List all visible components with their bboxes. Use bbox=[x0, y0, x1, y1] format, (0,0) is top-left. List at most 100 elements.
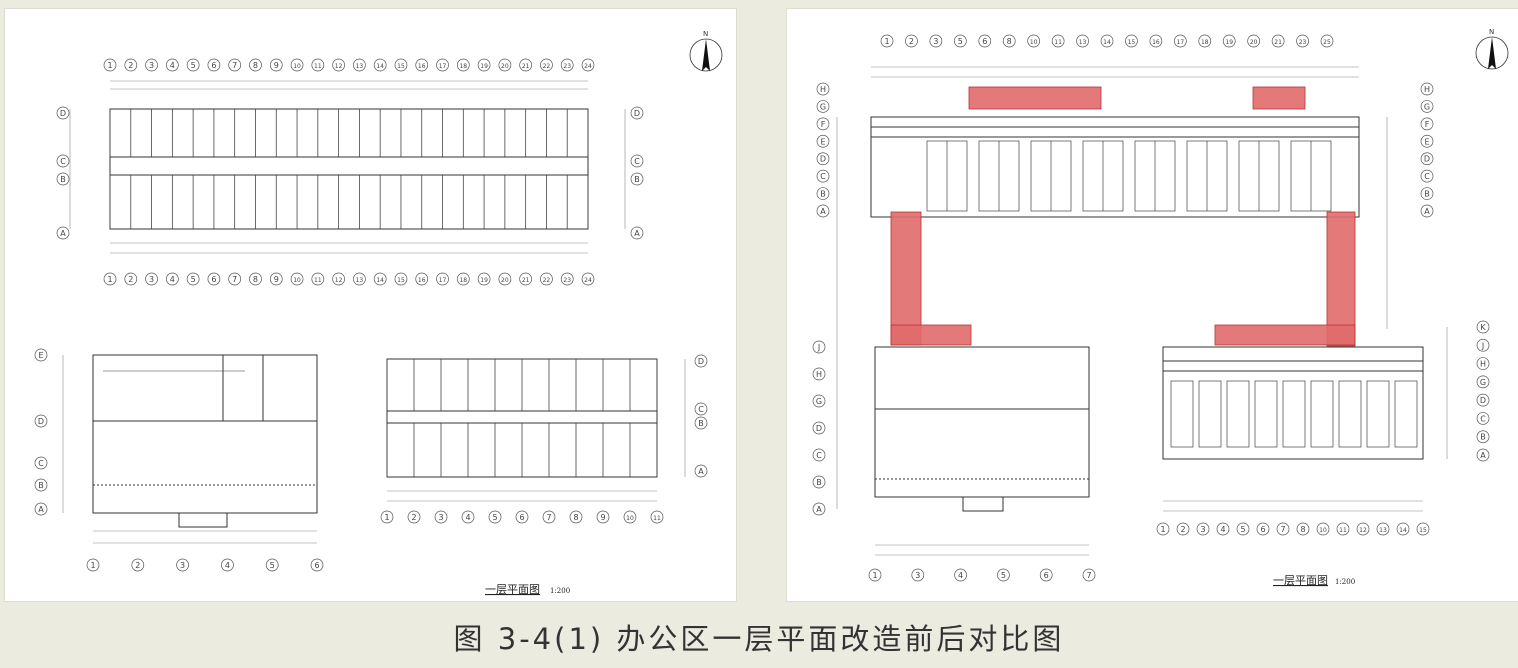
axis-bubble-col: 10 bbox=[1316, 522, 1330, 536]
svg-text:15: 15 bbox=[397, 277, 405, 284]
lower-right-block-outline bbox=[1162, 346, 1424, 460]
axis-bubble-row: B bbox=[694, 416, 708, 430]
axis-bubble-row: H bbox=[1476, 357, 1490, 370]
lower-left-building-outline bbox=[92, 354, 318, 514]
svg-text:9: 9 bbox=[274, 275, 279, 284]
axis-bubble-row: A bbox=[812, 502, 826, 516]
highlight-right-vertical bbox=[1326, 211, 1356, 347]
axis-bubble-col: 4 bbox=[954, 568, 967, 582]
svg-text:H: H bbox=[1480, 360, 1486, 369]
svg-text:24: 24 bbox=[584, 277, 592, 284]
axis-bubble-bottom: 23 bbox=[560, 272, 574, 286]
svg-text:19: 19 bbox=[1225, 39, 1233, 46]
axis-bubble-col: 4 bbox=[461, 510, 475, 524]
svg-text:C: C bbox=[816, 451, 822, 460]
plan-title-left: 一层平面图 bbox=[485, 583, 540, 596]
north-arrow-icon: N bbox=[1475, 28, 1509, 70]
svg-text:10: 10 bbox=[293, 277, 301, 284]
svg-text:C: C bbox=[1424, 172, 1430, 181]
axis-bubble-bottom: 19 bbox=[477, 272, 491, 286]
axis-bubble-top: 8 bbox=[249, 58, 262, 72]
axis-bubble-bottom: 4 bbox=[165, 272, 179, 286]
axis-bubble-bottom: 2 bbox=[124, 272, 138, 286]
axis-bubble-row: E bbox=[816, 134, 830, 148]
axis-bubble-top: 20 bbox=[498, 58, 512, 72]
svg-text:23: 23 bbox=[563, 63, 571, 70]
svg-text:19: 19 bbox=[480, 277, 488, 284]
axis-bubble-row: J bbox=[1476, 338, 1490, 352]
svg-text:15: 15 bbox=[1128, 39, 1136, 46]
axis-bubble-bottom: 15 bbox=[394, 272, 408, 286]
axis-bubble-top: 17 bbox=[1173, 34, 1187, 48]
svg-text:15: 15 bbox=[1419, 527, 1427, 534]
svg-text:7: 7 bbox=[546, 513, 551, 522]
svg-text:21: 21 bbox=[522, 63, 530, 70]
axis-bubble-row: B bbox=[630, 172, 644, 186]
axis-bubble-top: 16 bbox=[1149, 34, 1163, 48]
svg-text:8: 8 bbox=[573, 513, 578, 522]
axis-bubble-top: 24 bbox=[581, 58, 595, 72]
axis-bubble-col: 12 bbox=[1356, 522, 1370, 536]
axis-bubble-col: 11 bbox=[1336, 522, 1350, 536]
axis-bubble-top: 25 bbox=[1320, 34, 1334, 48]
axis-bubble-bottom: 8 bbox=[249, 272, 262, 286]
figure-caption: 图 3-4(1) 办公区一层平面改造前后对比图 bbox=[453, 622, 1065, 656]
svg-text:4: 4 bbox=[170, 275, 175, 284]
axis-bubble-top: 18 bbox=[456, 58, 470, 72]
svg-text:14: 14 bbox=[1103, 39, 1111, 46]
svg-text:12: 12 bbox=[335, 277, 343, 284]
svg-text:21: 21 bbox=[1274, 39, 1282, 46]
svg-text:1: 1 bbox=[107, 275, 112, 284]
axis-bubble-row: K bbox=[1476, 320, 1490, 334]
svg-text:6: 6 bbox=[1044, 571, 1049, 580]
axis-bubble-col: 10 bbox=[623, 510, 637, 524]
svg-text:13: 13 bbox=[1379, 527, 1387, 534]
axis-bubble-row: C bbox=[1476, 412, 1490, 425]
svg-text:B: B bbox=[634, 175, 640, 184]
svg-text:B: B bbox=[816, 478, 822, 487]
axis-bubble-top: 2 bbox=[124, 58, 138, 72]
svg-text:20: 20 bbox=[1250, 39, 1258, 46]
svg-text:1: 1 bbox=[884, 37, 889, 46]
axis-bubble-top: 8 bbox=[1002, 34, 1016, 48]
svg-text:N: N bbox=[703, 30, 708, 38]
svg-text:19: 19 bbox=[480, 63, 488, 70]
axis-bubble-col: 14 bbox=[1396, 522, 1410, 536]
axis-bubble-row: B bbox=[56, 172, 70, 186]
svg-text:G: G bbox=[816, 397, 822, 406]
axis-bubble-top: 22 bbox=[540, 58, 553, 72]
svg-text:23: 23 bbox=[1299, 39, 1307, 46]
axis-bubble-row: C bbox=[56, 154, 70, 168]
axis-bubble-row: C bbox=[812, 448, 826, 462]
axis-bubble-row: B bbox=[812, 475, 826, 489]
svg-text:17: 17 bbox=[1177, 39, 1185, 46]
axis-bubble-bottom: 22 bbox=[540, 272, 553, 286]
axis-bubble-top: 11 bbox=[311, 58, 325, 72]
before-floorplan-drawing: 1122334455667788991010111112121313141415… bbox=[34, 30, 723, 596]
axis-bubble-col: 7 bbox=[1276, 522, 1290, 536]
svg-text:4: 4 bbox=[225, 561, 230, 570]
axis-bubble-col: 5 bbox=[265, 558, 279, 572]
svg-text:5: 5 bbox=[492, 513, 497, 522]
axis-bubble-bottom: 13 bbox=[353, 272, 366, 286]
axis-bubble-row: E bbox=[1420, 134, 1434, 148]
axis-bubble-row: G bbox=[1476, 375, 1490, 389]
axis-bubble-col: 1 bbox=[86, 558, 100, 572]
axis-bubble-row: E bbox=[34, 348, 48, 362]
svg-text:6: 6 bbox=[314, 561, 319, 570]
axis-bubble-row: C bbox=[1420, 169, 1434, 183]
axis-bubble-col: 9 bbox=[596, 510, 610, 524]
axis-bubble-col: 5 bbox=[997, 568, 1010, 582]
axis-bubble-top: 10 bbox=[290, 58, 304, 72]
axis-bubble-col: 6 bbox=[310, 558, 324, 572]
svg-text:17: 17 bbox=[439, 63, 447, 70]
svg-text:J: J bbox=[817, 343, 820, 352]
axis-bubble-top: 14 bbox=[373, 58, 387, 72]
svg-text:11: 11 bbox=[314, 63, 322, 70]
svg-text:D: D bbox=[1424, 155, 1430, 164]
axis-bubble-col: 13 bbox=[1376, 522, 1390, 536]
svg-text:E: E bbox=[38, 351, 43, 360]
axis-bubble-row: H bbox=[812, 367, 826, 381]
axis-bubble-top: 13 bbox=[353, 58, 366, 72]
